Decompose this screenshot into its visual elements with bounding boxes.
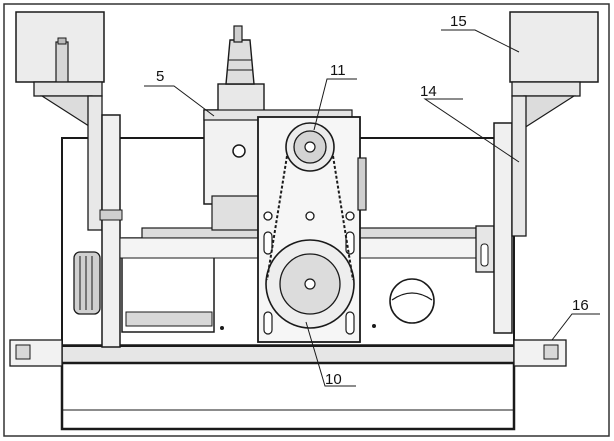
leader-lines [144,29,600,387]
machine-base [60,344,516,431]
left-motor-box [15,11,105,231]
left-vertical-rail [99,114,123,348]
label-part-11: 11 [330,62,346,79]
label-part-15: 15 [450,13,467,30]
drawing-border [3,3,610,437]
label-part-16: 16 [572,297,589,314]
inspection-window [372,278,435,328]
right-rail-block [475,122,513,334]
right-motor-box [509,11,599,237]
right-foot [513,339,567,367]
drive-belt [266,155,354,281]
spindle-head [203,25,353,231]
label-part-5: 5 [156,68,164,85]
left-foot [9,339,63,367]
label-part-10: 10 [325,371,342,388]
small-pulley [285,122,335,172]
left-coil [73,251,101,315]
label-part-14: 14 [420,83,437,100]
large-pulley [265,239,355,329]
